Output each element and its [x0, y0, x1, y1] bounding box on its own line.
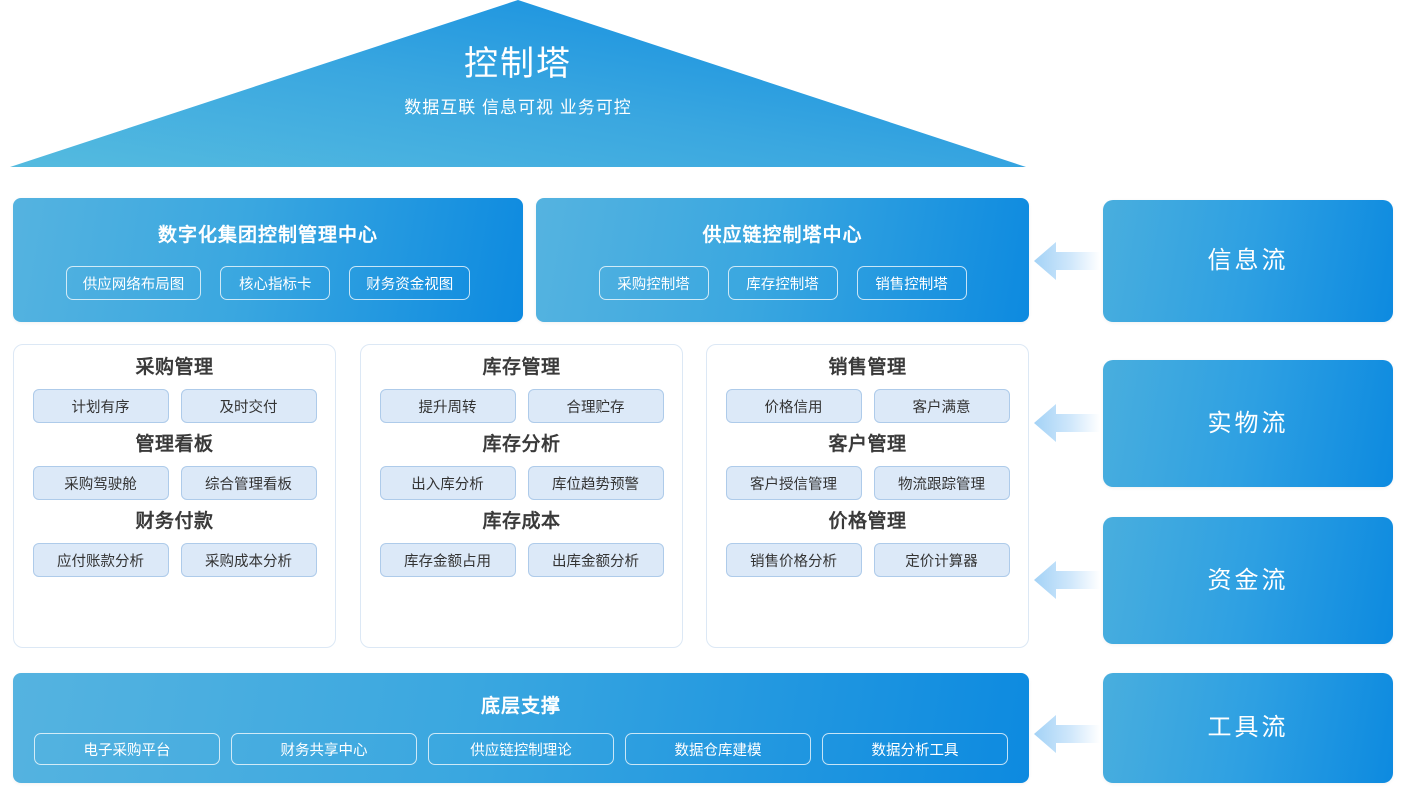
pill-row: 库存金额占用 出库金额分析 [361, 543, 682, 577]
pill-row: 应付账款分析 采购成本分析 [14, 543, 335, 577]
flow-label: 资金流 [1207, 566, 1289, 594]
pill-inbound-outbound-analysis[interactable]: 出入库分析 [379, 466, 516, 500]
pill-data-warehouse-modeling[interactable]: 数据仓库建模 [625, 733, 811, 765]
section-title-purchase-management: 采购管理 [135, 357, 214, 378]
pill-stock-trend-alert[interactable]: 库位趋势预警 [527, 466, 664, 500]
pill-purchase-control-tower[interactable]: 采购控制塔 [598, 266, 709, 300]
section-title-inventory-management: 库存管理 [482, 357, 561, 378]
pill-customer-satisfaction[interactable]: 客户满意 [873, 389, 1010, 423]
pill-pricing-calculator[interactable]: 定价计算器 [873, 543, 1010, 577]
pill-accounts-payable-analysis[interactable]: 应付账款分析 [32, 543, 169, 577]
arrow-left-physical-flow-icon [1034, 402, 1100, 444]
pill-purchase-cockpit[interactable]: 采购驾驶舱 [32, 466, 169, 500]
pill-reasonable-storage[interactable]: 合理贮存 [527, 389, 664, 423]
pill-integrated-dashboard[interactable]: 综合管理看板 [180, 466, 317, 500]
pill-outbound-value-analysis[interactable]: 出库金额分析 [527, 543, 664, 577]
pill-logistics-tracking-management[interactable]: 物流跟踪管理 [873, 466, 1010, 500]
flow-panel-fund[interactable]: 资金流 [1103, 517, 1393, 644]
pill-sales-control-tower[interactable]: 销售控制塔 [856, 266, 967, 300]
section-title-management-dashboard: 管理看板 [135, 434, 214, 455]
section-title-sales-management: 销售管理 [828, 357, 907, 378]
panel-title: 底层支撑 [480, 696, 561, 717]
card-purchase-management: 采购管理 计划有序 及时交付 管理看板 采购驾驶舱 综合管理看板 财务付款 应付… [13, 344, 336, 648]
card-sales-management: 销售管理 价格信用 客户满意 客户管理 客户授信管理 物流跟踪管理 价格管理 销… [706, 344, 1029, 648]
pill-inventory-value-occupied[interactable]: 库存金额占用 [379, 543, 516, 577]
pill-data-analysis-tools[interactable]: 数据分析工具 [822, 733, 1008, 765]
panel-supply-chain-control-tower-center[interactable]: 供应链控制塔中心 采购控制塔 库存控制塔 销售控制塔 [536, 198, 1029, 322]
pill-finance-fund-view[interactable]: 财务资金视图 [349, 266, 471, 300]
pill-row: 采购驾驶舱 综合管理看板 [14, 466, 335, 500]
arrow-left-tool-flow-icon [1034, 713, 1100, 755]
pill-price-credit[interactable]: 价格信用 [725, 389, 862, 423]
pill-supply-network-map[interactable]: 供应网络布局图 [65, 266, 202, 300]
panel-foundation-support[interactable]: 底层支撑 电子采购平台 财务共享中心 供应链控制理论 数据仓库建模 数据分析工具 [13, 673, 1029, 783]
pill-inventory-control-tower[interactable]: 库存控制塔 [727, 266, 838, 300]
panel-pill-row: 电子采购平台 财务共享中心 供应链控制理论 数据仓库建模 数据分析工具 [13, 733, 1029, 765]
panel-pill-row: 供应网络布局图 核心指标卡 财务资金视图 [13, 266, 523, 300]
pill-customer-credit-management[interactable]: 客户授信管理 [725, 466, 862, 500]
pill-row: 计划有序 及时交付 [14, 389, 335, 423]
section-title-finance-payment: 财务付款 [135, 511, 214, 532]
panel-title: 数字化集团控制管理中心 [157, 225, 378, 246]
section-title-price-management: 价格管理 [828, 511, 907, 532]
pill-core-kpi-card[interactable]: 核心指标卡 [220, 266, 331, 300]
pill-purchase-cost-analysis[interactable]: 采购成本分析 [180, 543, 317, 577]
pill-on-time-delivery[interactable]: 及时交付 [180, 389, 317, 423]
section-title-inventory-cost: 库存成本 [482, 511, 561, 532]
pill-e-procurement-platform[interactable]: 电子采购平台 [34, 733, 220, 765]
roof-triangle: 控制塔 数据互联 信息可视 业务可控 [10, 0, 1026, 168]
pill-improve-turnover[interactable]: 提升周转 [379, 389, 516, 423]
pill-planned-order[interactable]: 计划有序 [32, 389, 169, 423]
section-title-customer-management: 客户管理 [828, 434, 907, 455]
flow-panel-tool[interactable]: 工具流 [1103, 673, 1393, 783]
pill-row: 价格信用 客户满意 [707, 389, 1028, 423]
flow-label: 信息流 [1207, 247, 1289, 274]
pill-row: 客户授信管理 物流跟踪管理 [707, 466, 1028, 500]
pill-finance-shared-center[interactable]: 财务共享中心 [231, 733, 417, 765]
flow-panel-physical[interactable]: 实物流 [1103, 360, 1393, 487]
panel-digital-group-control-center[interactable]: 数字化集团控制管理中心 供应网络布局图 核心指标卡 财务资金视图 [13, 198, 523, 322]
panel-pill-row: 采购控制塔 库存控制塔 销售控制塔 [536, 266, 1029, 300]
card-inventory-management: 库存管理 提升周转 合理贮存 库存分析 出入库分析 库位趋势预警 库存成本 库存… [360, 344, 683, 648]
arrow-left-information-flow-icon [1034, 240, 1100, 282]
pill-supply-chain-control-theory[interactable]: 供应链控制理论 [428, 733, 614, 765]
section-title-inventory-analysis: 库存分析 [482, 434, 561, 455]
pill-row: 出入库分析 库位趋势预警 [361, 466, 682, 500]
pill-sales-price-analysis[interactable]: 销售价格分析 [725, 543, 862, 577]
panel-title: 供应链控制塔中心 [702, 225, 863, 246]
roof-shape-icon [10, 0, 1026, 167]
flow-panel-information[interactable]: 信息流 [1103, 200, 1393, 322]
pill-row: 提升周转 合理贮存 [361, 389, 682, 423]
pill-row: 销售价格分析 定价计算器 [707, 543, 1028, 577]
flow-label: 工具流 [1207, 714, 1289, 741]
arrow-left-fund-flow-icon [1034, 559, 1100, 601]
flow-label: 实物流 [1207, 409, 1289, 437]
